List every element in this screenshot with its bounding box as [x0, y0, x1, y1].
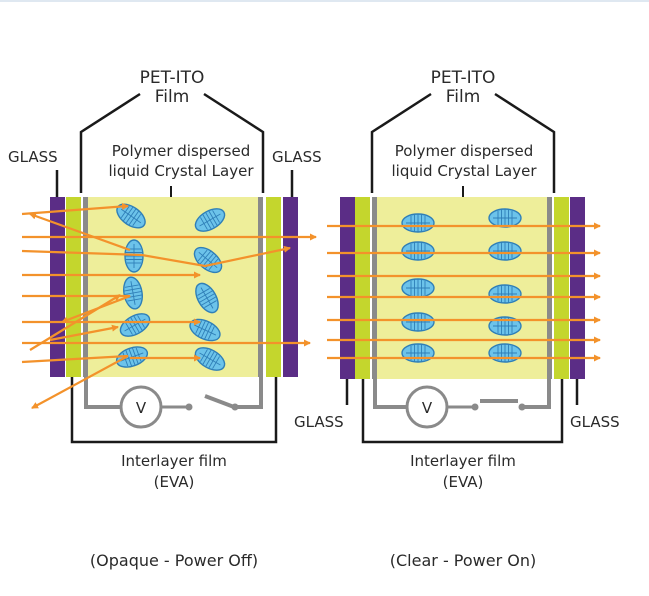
- switch-contact-left: [471, 403, 479, 411]
- straight-light-rays: [327, 222, 601, 362]
- caption-clear: (Clear - Power On): [390, 551, 536, 570]
- glass-label-right: GLASS: [570, 413, 620, 431]
- switch-contact-left: [185, 403, 193, 411]
- glass-layer-right: [283, 197, 298, 377]
- switch-open: [204, 394, 235, 409]
- glass-label-left: GLASS: [294, 413, 344, 431]
- pdlc-label-line2: liquid Crystal Layer: [109, 162, 255, 180]
- glass-label-right: GLASS: [272, 148, 322, 166]
- glass-layer-left: [340, 197, 355, 379]
- pdlc-layer: [88, 197, 258, 377]
- glass-layer-right: [570, 197, 585, 379]
- pet-ito-label-line2: Film: [446, 87, 481, 107]
- interlayer-bracket: [70, 377, 278, 444]
- right-panel: V P: [294, 68, 620, 570]
- interlayer-label-line1: Interlayer film: [410, 452, 516, 470]
- circuit-wire-left: [84, 377, 120, 409]
- interlayer-label-line2: (EVA): [443, 473, 484, 491]
- voltmeter-label: V: [422, 399, 433, 417]
- pet-ito-lead-right: [494, 92, 556, 193]
- glass-label-left: GLASS: [8, 148, 58, 166]
- pet-ito-label-line1: PET-ITO: [140, 68, 205, 88]
- pet-ito-layer-left: [66, 197, 81, 377]
- pet-ito-layer-left: [355, 197, 370, 379]
- circuit-wire-right: [235, 377, 263, 409]
- interlayer-label-line1: Interlayer film: [121, 452, 227, 470]
- pet-ito-label-line2: Film: [155, 87, 190, 107]
- electrode-left: [83, 197, 88, 377]
- electrode-right: [547, 197, 552, 379]
- pet-ito-layer-right: [554, 197, 569, 379]
- pet-ito-lead-left: [79, 92, 141, 193]
- voltmeter-label: V: [136, 399, 147, 417]
- electrode-right: [258, 197, 263, 377]
- pet-ito-layer-right: [266, 197, 281, 377]
- pdlc-label-line1: Polymer dispersed: [395, 142, 534, 160]
- scattered-light-rays: [21, 202, 317, 409]
- circuit-wire-right: [522, 379, 551, 409]
- circuit-wire-left: [373, 379, 406, 409]
- interlayer-label-line2: (EVA): [154, 473, 195, 491]
- pet-ito-lead-right: [203, 92, 265, 193]
- caption-opaque: (Opaque - Power Off): [90, 551, 258, 570]
- pet-ito-lead-left: [370, 92, 432, 193]
- pdlc-label-line1: Polymer dispersed: [112, 142, 251, 160]
- interlayer-bracket: [361, 379, 564, 444]
- pdlc-label-line2: liquid Crystal Layer: [392, 162, 538, 180]
- electrode-left: [372, 197, 377, 379]
- left-panel: V: [8, 68, 322, 570]
- top-border: [0, 0, 649, 2]
- pet-ito-label-line1: PET-ITO: [431, 68, 496, 88]
